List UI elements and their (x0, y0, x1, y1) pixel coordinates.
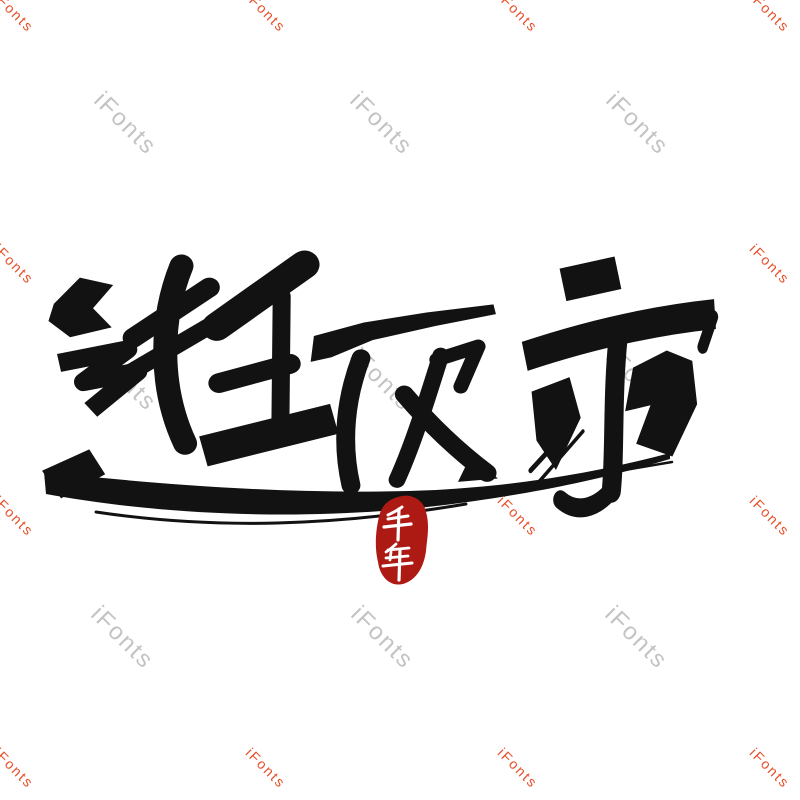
brush-glyph-shi (521, 256, 719, 518)
calligraphy-char-shi: 市 (521, 248, 735, 520)
phrase-text: 逛夜市 (0, 0, 1, 1)
brush-glyph-ye (310, 304, 498, 495)
calligraphy-char-ye: 夜 (310, 297, 522, 495)
calligraphy-char-guang: 逛 (36, 246, 339, 528)
brush-glyph-guang (42, 250, 339, 499)
seal-stamp: 牛年 (372, 494, 432, 586)
seal-graphic (375, 495, 429, 585)
brush-sweep-glyph (44, 453, 674, 525)
seal-characters (381, 505, 414, 582)
brush-sweep-stroke (36, 446, 676, 538)
